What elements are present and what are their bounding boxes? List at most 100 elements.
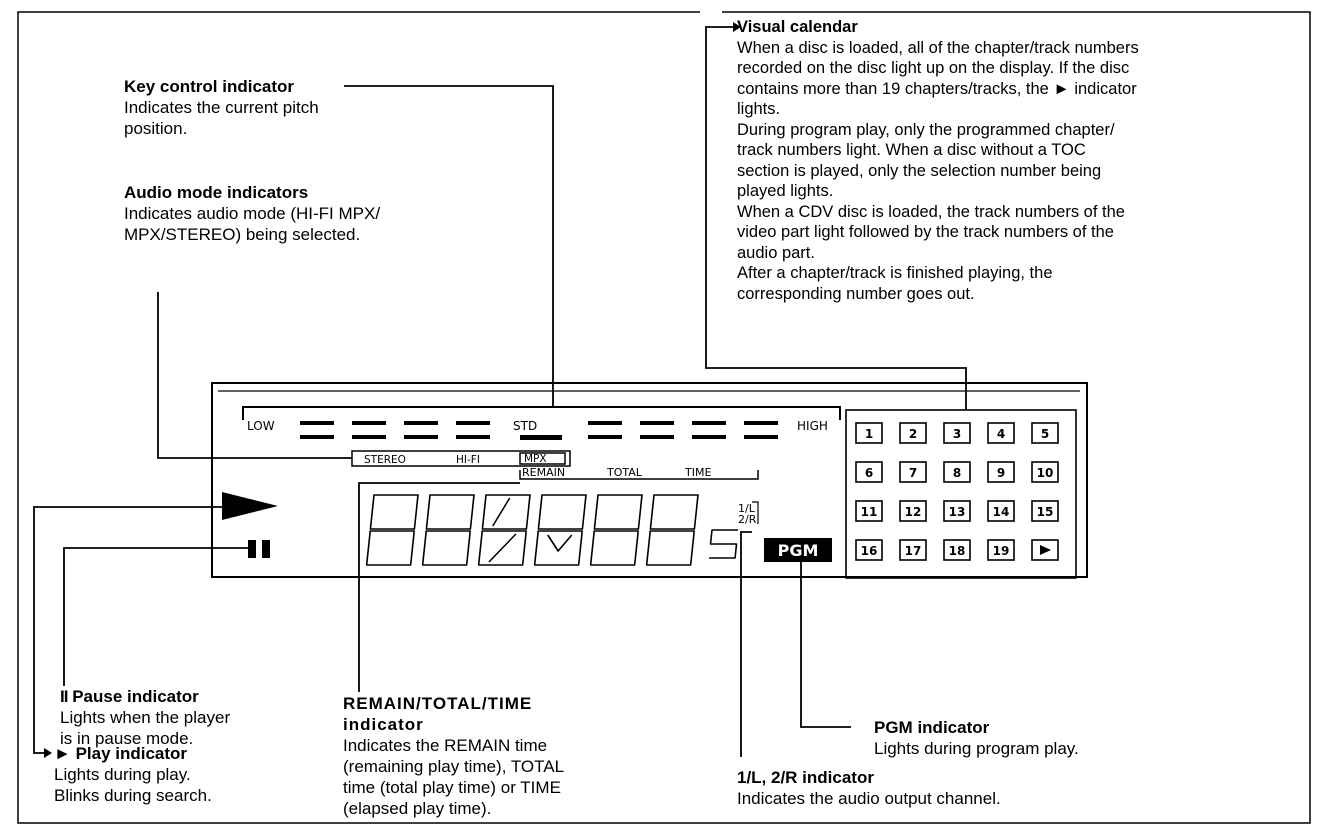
pause-body: Lights when the player is in pause mode. xyxy=(60,708,231,748)
calendar-cell: 16 xyxy=(855,539,883,561)
audio-mode-callout: Audio mode indicators Indicates audio mo… xyxy=(124,182,384,245)
pitch-bracket xyxy=(242,406,841,420)
calendar-cell: 1 xyxy=(855,422,883,444)
visual-calendar-body: When a disc is loaded, all of the chapte… xyxy=(737,38,1139,303)
calendar-cell: 12 xyxy=(899,500,927,522)
calendar-panel xyxy=(845,409,1077,579)
play-title: Play indicator xyxy=(75,744,188,763)
time-label: TIME xyxy=(684,466,711,479)
calendar-cell: 15 xyxy=(1031,500,1059,522)
leader-pause xyxy=(63,547,248,686)
calendar-number: 18 xyxy=(949,544,966,558)
pitch-scale xyxy=(300,421,778,440)
calendar-cell: 3 xyxy=(943,422,971,444)
pgm-title: PGM indicator xyxy=(874,718,990,737)
pgm-body: Lights during program play. xyxy=(874,739,1079,758)
pause-title-icon: II xyxy=(60,687,69,706)
play-arrow-icon xyxy=(1040,545,1051,555)
channel-1l-label: 1/L xyxy=(738,502,756,515)
calendar-number: 3 xyxy=(953,427,961,441)
leader-pgm xyxy=(800,562,851,728)
calendar-number: 8 xyxy=(953,466,961,480)
leader-audio-mode xyxy=(157,292,352,459)
calendar-cell: 17 xyxy=(899,539,927,561)
audio-mode-hifi-label: HI-FI xyxy=(456,454,480,466)
pitch-segment xyxy=(692,421,726,439)
display-panel xyxy=(211,382,1088,578)
remain-callout: REMAIN/TOTAL/TIME indicator Indicates th… xyxy=(343,693,603,819)
pgm-callout: PGM indicator Lights during program play… xyxy=(874,717,1194,759)
audio-mode-title: Audio mode indicators xyxy=(124,183,309,202)
calendar-number: 17 xyxy=(905,544,922,558)
calendar-cell: 19 xyxy=(987,539,1015,561)
pitch-segment xyxy=(300,421,334,439)
leader-play xyxy=(33,506,222,754)
calendar-number: 11 xyxy=(861,505,878,519)
leader-key-control xyxy=(344,85,554,407)
calendar-number: 5 xyxy=(1041,427,1049,441)
leader-remain xyxy=(358,482,520,692)
arrowheads xyxy=(44,22,741,758)
channel-callout: 1/L, 2/R indicator Indicates the audio o… xyxy=(737,767,1097,809)
pitch-segment xyxy=(744,421,778,439)
digit-five xyxy=(708,529,739,559)
calendar-number: 16 xyxy=(861,544,878,558)
calendar-cell: 5 xyxy=(1031,422,1059,444)
calendar-overflow-cell xyxy=(1031,539,1059,561)
visual-calendar-title: Visual calendar xyxy=(737,18,858,36)
calendar-cell: 2 xyxy=(899,422,927,444)
pitch-segment xyxy=(588,421,622,439)
channel-body: Indicates the audio output channel. xyxy=(737,789,1001,808)
remain-body: Indicates the REMAIN time (remaining pla… xyxy=(343,736,565,818)
play-callout: ► Play indicator Lights during play. Bli… xyxy=(54,743,284,806)
pitch-segment xyxy=(456,421,490,439)
audio-mode-mpx-label: MPX xyxy=(524,453,547,465)
time-bracket xyxy=(519,470,759,480)
visual-calendar-callout: Visual calendar When a disc is loaded, a… xyxy=(737,17,1307,304)
outer-frame xyxy=(17,11,1311,824)
pitch-std-label: STD xyxy=(513,419,537,433)
pitch-segment xyxy=(640,421,674,439)
calendar-cell: 11 xyxy=(855,500,883,522)
calendar-number: 10 xyxy=(1037,466,1054,480)
calendar-cell: 4 xyxy=(987,422,1015,444)
calendar-cell: 13 xyxy=(943,500,971,522)
leader-lines xyxy=(33,26,967,757)
remain-label: REMAIN xyxy=(522,466,565,479)
calendar-number: 19 xyxy=(993,544,1010,558)
channel-bracket xyxy=(752,501,759,524)
calendar-cell: 8 xyxy=(943,461,971,483)
calendar-number: 13 xyxy=(949,505,966,519)
pitch-high-label: HIGH xyxy=(797,419,828,433)
calendar-cell: 18 xyxy=(943,539,971,561)
channel-title: 1/L, 2/R indicator xyxy=(737,768,874,787)
digit xyxy=(477,494,531,566)
play-body: Lights during play. Blinks during search… xyxy=(54,765,212,805)
calendar-number: 9 xyxy=(997,466,1005,480)
digit xyxy=(365,494,419,566)
calendar-cell: 14 xyxy=(987,500,1015,522)
pgm-indicator-label: PGM xyxy=(778,541,819,560)
calendar-number: 1 xyxy=(865,427,873,441)
calendar-number: 7 xyxy=(909,466,917,480)
leader-channel xyxy=(740,531,752,757)
calendar-number: 14 xyxy=(993,505,1010,519)
calendar-cell: 10 xyxy=(1031,461,1059,483)
play-title-icon: ► xyxy=(54,744,71,763)
remain-title: REMAIN/TOTAL/TIME indicator xyxy=(343,694,533,734)
calendar-number: 6 xyxy=(865,466,873,480)
digit xyxy=(589,494,643,566)
pitch-segment-std xyxy=(520,435,562,440)
calendar-cell: 7 xyxy=(899,461,927,483)
calendar-number: 4 xyxy=(997,427,1005,441)
calendar-cell: 6 xyxy=(855,461,883,483)
key-control-body: Indicates the current pitch position. xyxy=(124,98,319,138)
channel-2r-label: 2/R xyxy=(738,513,757,526)
audio-mode-body: Indicates audio mode (HI-FI MPX/ MPX/STE… xyxy=(124,204,381,244)
segment-digits xyxy=(365,494,739,566)
play-indicator-icon xyxy=(222,492,278,520)
pitch-segment xyxy=(352,421,386,439)
digit xyxy=(533,494,587,566)
